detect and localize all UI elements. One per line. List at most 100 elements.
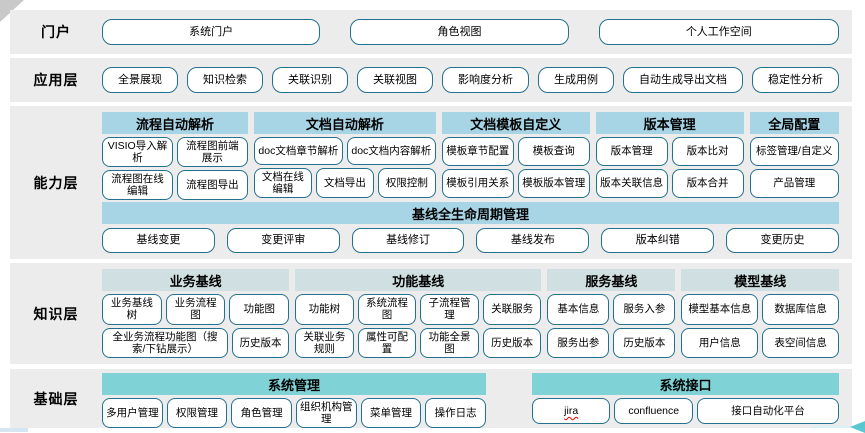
layer-content: 全景展现知识检索关联识别关联视图影响度分析生成用例自动生成导出文档稳定性分析 — [102, 58, 852, 102]
module-label: 流程图在线编辑 — [111, 173, 164, 198]
group-header: 业务基线 — [102, 269, 290, 291]
module-row: 文档在线编辑文档导出权限控制 — [253, 167, 436, 198]
module-box: 功能全景图 — [420, 327, 479, 358]
module-box: 流程图在线编辑 — [102, 170, 173, 201]
module-box: 历史版本 — [482, 327, 542, 358]
module-label: 基本信息 — [557, 303, 600, 316]
module-box: 服务入参 — [613, 294, 676, 325]
module-label: 历史版本 — [239, 336, 282, 349]
module-box: 版本管理 — [595, 137, 668, 166]
module-box: 产品管理 — [749, 169, 839, 198]
module-box: 属性可配置 — [357, 327, 417, 358]
module-label: 用户信息 — [698, 336, 741, 349]
module-label: 服务出参 — [557, 336, 600, 349]
module-label: 稳定性分析 — [768, 73, 823, 86]
module-label: doc文档内容解析 — [351, 144, 432, 157]
module-group: 版本管理版本管理版本比对版本关联信息版本合并 — [595, 112, 744, 198]
layer-band-portal: 门户 系统门户角色视图个人工作空间 — [10, 10, 852, 54]
module-group: 系统管理多用户管理权限管理角色管理组织机构管理菜单管理操作日志 — [102, 373, 486, 429]
module-label: 标签管理/自定义 — [756, 145, 833, 158]
module-box: 功能图 — [229, 294, 290, 325]
module-label: confluence — [628, 404, 680, 417]
layer-label: 应用层 — [33, 72, 79, 88]
module-label: 自动生成导出文档 — [639, 73, 727, 86]
module-label: 属性可配置 — [365, 330, 408, 355]
module-box: 关联业务规则 — [295, 327, 354, 358]
module-row: 多用户管理权限管理角色管理组织机构管理菜单管理操作日志 — [102, 398, 486, 429]
module-box: 模板引用关系 — [441, 169, 514, 198]
groups-row: 业务基线业务基线树业务流程图 功能图全业务流程功能图（搜索/下钻展示）历史版本 功能… — [102, 269, 840, 358]
layer-content: 系统门户角色视图个人工作空间 — [102, 10, 852, 54]
module-label: 历史版本 — [491, 336, 534, 349]
module-row: 基线变更变更评审基线修订基线发布版本纠错变更历史 — [102, 228, 839, 253]
module-label: 版本比对 — [686, 145, 729, 158]
module-label: 表空间信息 — [774, 336, 827, 349]
module-label: 流程图前端展示 — [186, 140, 239, 165]
module-box: 个人工作空间 — [598, 19, 839, 45]
module-label: 全景展现 — [118, 73, 162, 86]
module-row: 全业务流程功能图（搜索/下钻展示）历史版本 — [102, 327, 290, 358]
module-box: 影响度分析 — [442, 67, 529, 93]
module-label: 变更历史 — [760, 234, 805, 247]
module-box: 关联视图 — [357, 67, 433, 93]
module-box: 模板版本管理 — [517, 169, 590, 198]
module-box: 业务基线树 — [102, 294, 162, 325]
group-header: 文档模板自定义 — [441, 112, 590, 134]
module-row: 服务出参 历史版本 — [547, 327, 676, 358]
module-label: 文档导出 — [323, 176, 366, 189]
module-row: 用户信息 表空间信息 — [681, 327, 840, 358]
module-box: 接口自动化平台 — [696, 398, 840, 424]
module-label: 操作日志 — [434, 407, 477, 420]
module-label: 接口自动化平台 — [731, 404, 805, 417]
module-box: 菜单管理 — [360, 398, 422, 429]
module-label: 个人工作空间 — [685, 25, 752, 38]
module-row: 版本管理 版本比对 — [595, 137, 744, 166]
module-box: 知识检索 — [187, 67, 263, 93]
module-row: 模板章节配置模板查询 — [441, 137, 590, 166]
module-box: 角色视图 — [350, 19, 569, 45]
module-row: 系统门户角色视图个人工作空间 — [102, 19, 839, 45]
module-row: VISIO导入解析流程图前端展示 — [102, 137, 248, 168]
layer-label: 能力层 — [33, 174, 79, 191]
module-box: 文档导出 — [315, 167, 374, 198]
module-label: 模板版本管理 — [522, 177, 586, 190]
module-box: 角色管理 — [231, 398, 292, 429]
module-box: 业务流程图 — [165, 294, 226, 325]
module-label: 功能图 — [243, 303, 276, 316]
module-row: 标签管理/自定义 — [749, 137, 839, 166]
module-box: 权限管理 — [166, 398, 228, 429]
module-label: 权限管理 — [175, 407, 218, 420]
module-box: 多用户管理 — [102, 398, 163, 429]
module-label: 历史版本 — [623, 336, 666, 349]
module-group: 全局配置标签管理/自定义产品管理 — [749, 112, 839, 198]
module-label: 文档在线编辑 — [261, 170, 304, 195]
module-label: VISIO导入解析 — [107, 140, 168, 165]
module-row: 流程图在线编辑流程图导出 — [102, 170, 248, 201]
layer-band-application: 应用层 全景展现知识检索关联识别关联视图影响度分析生成用例自动生成导出文档稳定性… — [10, 58, 852, 102]
module-label: 产品管理 — [773, 177, 816, 190]
module-box: 关联识别 — [272, 67, 348, 93]
module-label: 影响度分析 — [458, 73, 513, 86]
module-group: 文档模板自定义模板章节配置模板查询模板引用关系模板版本管理 — [441, 112, 590, 198]
group-header: 版本管理 — [595, 112, 744, 134]
module-box: 变更历史 — [726, 228, 839, 253]
layer-label: 基础层 — [33, 390, 79, 407]
module-label: 组织机构管理 — [300, 401, 353, 426]
module-label: 角色视图 — [437, 25, 482, 38]
module-box: 关联服务 — [482, 294, 542, 325]
module-label: 基线变更 — [136, 234, 181, 247]
module-label: 基线发布 — [510, 234, 555, 247]
module-box: 子流程管理 — [420, 294, 479, 325]
module-box: 文档在线编辑 — [253, 167, 312, 198]
bottom-left-line-decoration — [0, 428, 28, 432]
module-box: 模型基本信息 — [681, 294, 759, 325]
module-label: 版本管理 — [610, 145, 653, 158]
module-box: 数据库信息 — [762, 294, 840, 325]
module-box: doc文档内容解析 — [346, 137, 436, 165]
